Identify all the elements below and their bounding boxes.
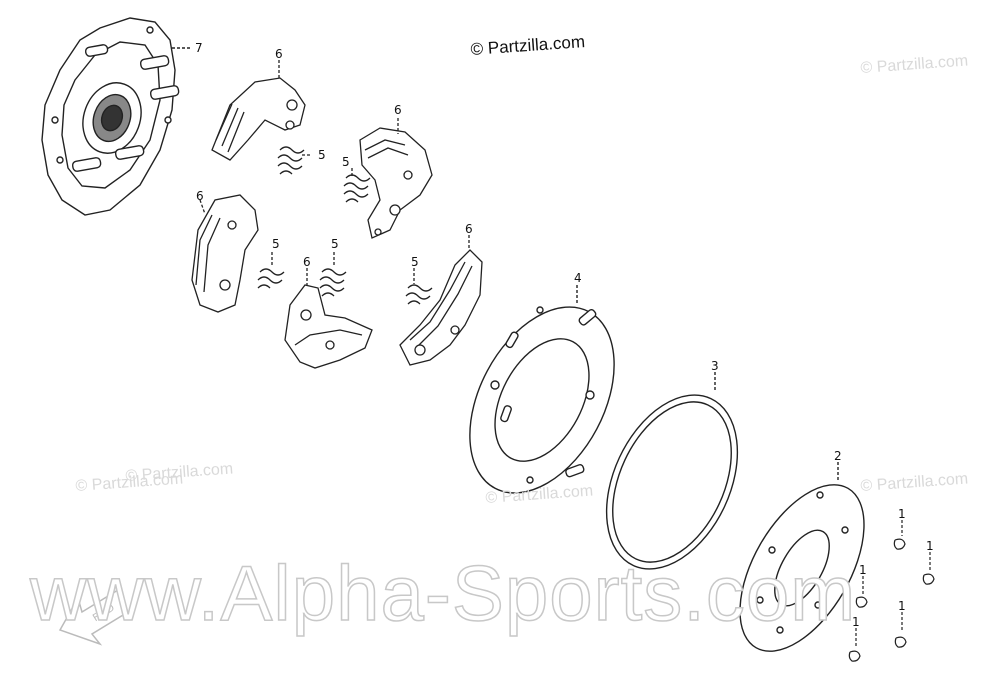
callout-2: 2 [834, 449, 842, 463]
callout-6: 6 [303, 255, 311, 269]
callout-6: 6 [196, 189, 204, 203]
callout-5: 5 [272, 237, 280, 251]
callout-4: 4 [574, 271, 582, 285]
ring-icon [605, 372, 739, 570]
callout-6: 6 [465, 222, 473, 236]
callout-1: 1 [898, 599, 906, 613]
clutch-shoe-icon [191, 60, 483, 369]
callout-1: 1 [852, 615, 860, 629]
callout-1: 1 [898, 507, 906, 521]
clip-icon [848, 520, 935, 662]
callout-7: 7 [195, 41, 203, 55]
fwd-arrow-icon [58, 588, 129, 646]
callout-6: 6 [394, 103, 402, 117]
callout-6: 6 [275, 47, 283, 61]
callout-labels: 7 6 6 6 6 6 5 5 5 5 5 4 3 2 1 1 1 1 1 [195, 41, 934, 629]
clutch-plate-icon [41, 17, 192, 216]
callout-3: 3 [711, 359, 719, 373]
site-watermark: www.Alpha-Sports.com [29, 548, 857, 638]
washer-icon [739, 462, 865, 652]
callout-5: 5 [318, 148, 326, 162]
spring-icon [257, 146, 433, 305]
callout-1: 1 [859, 563, 867, 577]
plate-icon [469, 285, 615, 494]
callout-5: 5 [342, 155, 350, 169]
callout-1: 1 [926, 539, 934, 553]
callout-5: 5 [411, 255, 419, 269]
callout-5: 5 [331, 237, 339, 251]
